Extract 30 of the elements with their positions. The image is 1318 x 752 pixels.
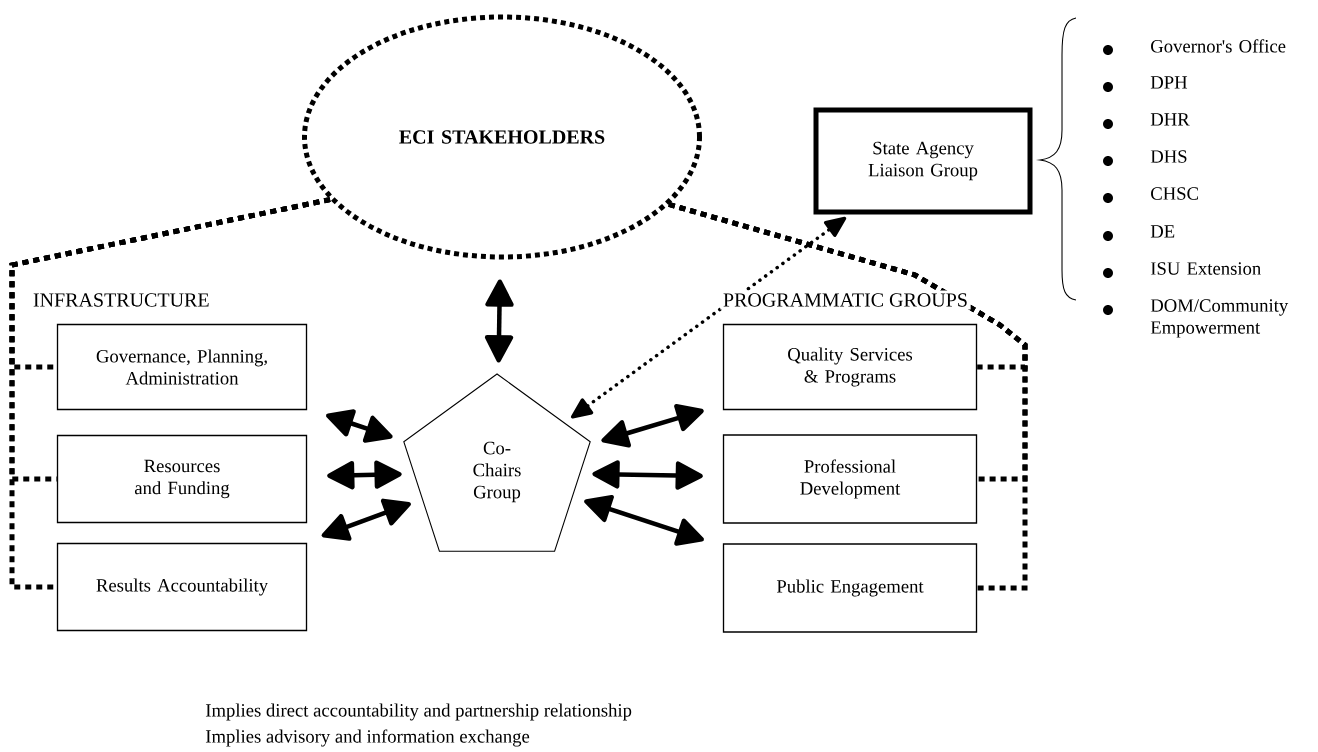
double-arrow	[601, 403, 704, 448]
note-text: Implies direct accountability and partnership relationship	[205, 703, 632, 721]
connector-line	[9, 197, 331, 590]
double-arrow	[570, 216, 847, 419]
list-item: DE	[1150, 225, 1175, 238]
group-box: State Agency Liaison Group	[813, 107, 1033, 215]
note-text: Implies advisory and information exchange	[205, 729, 530, 747]
double-arrow	[321, 498, 411, 541]
list-item: DHS	[1150, 150, 1187, 163]
list-item: CHSC	[1151, 187, 1198, 200]
list-item: DOM/Community Empowerment	[1150, 299, 1289, 338]
list-item: DPH	[1150, 76, 1188, 89]
group-box: Governance, Planning, Administration	[56, 323, 308, 411]
group-box: Results Accountability	[56, 542, 308, 632]
pentagon-node: Co- Chairs Group	[403, 373, 591, 552]
group-box: Quality Services & Programs	[722, 323, 978, 411]
section-heading: PROGRAMMATIC GROUPS	[720, 290, 971, 310]
group-box: Resources and Funding	[56, 434, 308, 524]
section-heading: INFRASTRUCTURE	[30, 290, 213, 310]
double-arrow	[326, 409, 393, 443]
connector-line	[668, 202, 1028, 591]
list-item: Governor's Office	[1151, 39, 1286, 53]
double-arrow	[592, 460, 703, 490]
double-arrow	[484, 279, 514, 363]
list-item: ISU Extension	[1150, 262, 1261, 275]
list-item: DHR	[1150, 113, 1190, 126]
double-arrow	[327, 460, 402, 490]
double-arrow	[584, 494, 704, 546]
group-box: Public Engagement	[722, 543, 978, 633]
group-box: Professional Development	[722, 434, 978, 524]
